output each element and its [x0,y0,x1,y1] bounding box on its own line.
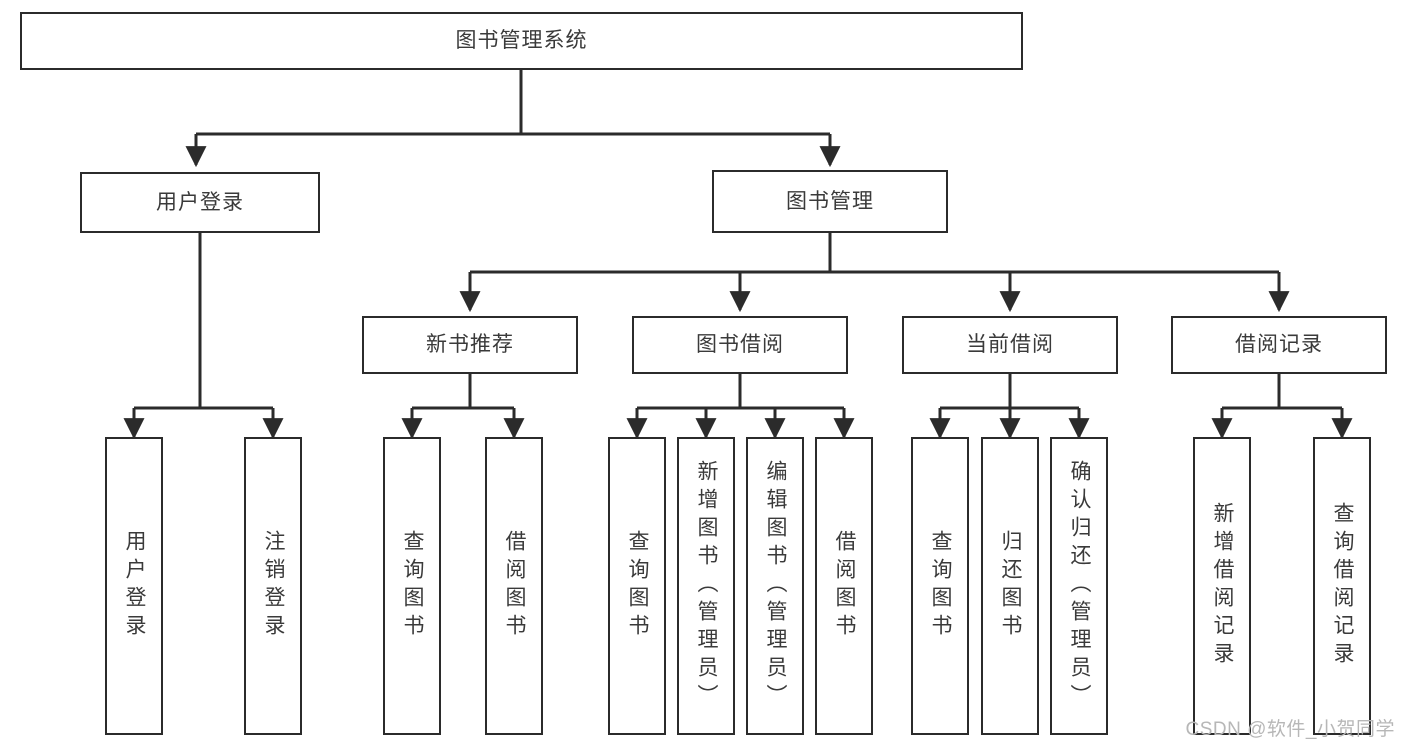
node-leaf-confirm-return-admin[interactable]: 确认归还（管理员） [1050,437,1108,735]
node-user-login[interactable]: 用户登录 [80,172,320,233]
node-new-book-recommend-label: 新书推荐 [426,333,514,357]
node-leaf-add-book-admin-label: 新增图书（管理员） [695,460,719,712]
node-leaf-query-book-recommend-label: 查询图书 [401,530,425,642]
node-leaf-return-book-label: 归还图书 [999,530,1023,642]
node-leaf-add-borrow-record-label: 新增借阅记录 [1211,502,1235,670]
node-leaf-user-login[interactable]: 用户登录 [105,437,163,735]
node-leaf-query-book-recommend[interactable]: 查询图书 [383,437,441,735]
node-leaf-confirm-return-admin-label: 确认归还（管理员） [1068,460,1092,712]
node-leaf-borrow-book[interactable]: 借阅图书 [815,437,873,735]
node-leaf-user-login-label: 用户登录 [123,530,147,642]
node-leaf-logout-label: 注销登录 [262,530,286,642]
node-book-management-label: 图书管理 [786,189,874,213]
node-new-book-recommend[interactable]: 新书推荐 [362,316,578,374]
node-leaf-edit-book-admin[interactable]: 编辑图书（管理员） [746,437,804,735]
node-leaf-query-borrow-record-label: 查询借阅记录 [1331,502,1355,670]
node-borrow-record[interactable]: 借阅记录 [1171,316,1387,374]
node-leaf-borrow-book-recommend[interactable]: 借阅图书 [485,437,543,735]
node-borrow-record-label: 借阅记录 [1235,333,1323,357]
node-root-book-management-system[interactable]: 图书管理系统 [20,12,1023,70]
node-leaf-add-book-admin[interactable]: 新增图书（管理员） [677,437,735,735]
node-leaf-add-borrow-record[interactable]: 新增借阅记录 [1193,437,1251,735]
node-leaf-return-book[interactable]: 归还图书 [981,437,1039,735]
node-leaf-query-book-current-label: 查询图书 [929,530,953,642]
node-leaf-edit-book-admin-label: 编辑图书（管理员） [764,460,788,712]
csdn-watermark: CSDN @软件_小贺同学 [1185,719,1395,740]
node-leaf-query-book-borrow[interactable]: 查询图书 [608,437,666,735]
node-leaf-borrow-book-label: 借阅图书 [833,530,857,642]
node-book-borrow[interactable]: 图书借阅 [632,316,848,374]
node-current-borrow[interactable]: 当前借阅 [902,316,1118,374]
node-root-label: 图书管理系统 [455,29,588,53]
node-leaf-logout[interactable]: 注销登录 [244,437,302,735]
node-book-borrow-label: 图书借阅 [696,333,784,357]
node-leaf-query-book-borrow-label: 查询图书 [626,530,650,642]
node-leaf-query-borrow-record[interactable]: 查询借阅记录 [1313,437,1371,735]
node-leaf-borrow-book-recommend-label: 借阅图书 [503,530,527,642]
node-current-borrow-label: 当前借阅 [966,333,1054,357]
node-leaf-query-book-current[interactable]: 查询图书 [911,437,969,735]
node-book-management[interactable]: 图书管理 [712,170,948,233]
node-user-login-label: 用户登录 [156,190,244,214]
